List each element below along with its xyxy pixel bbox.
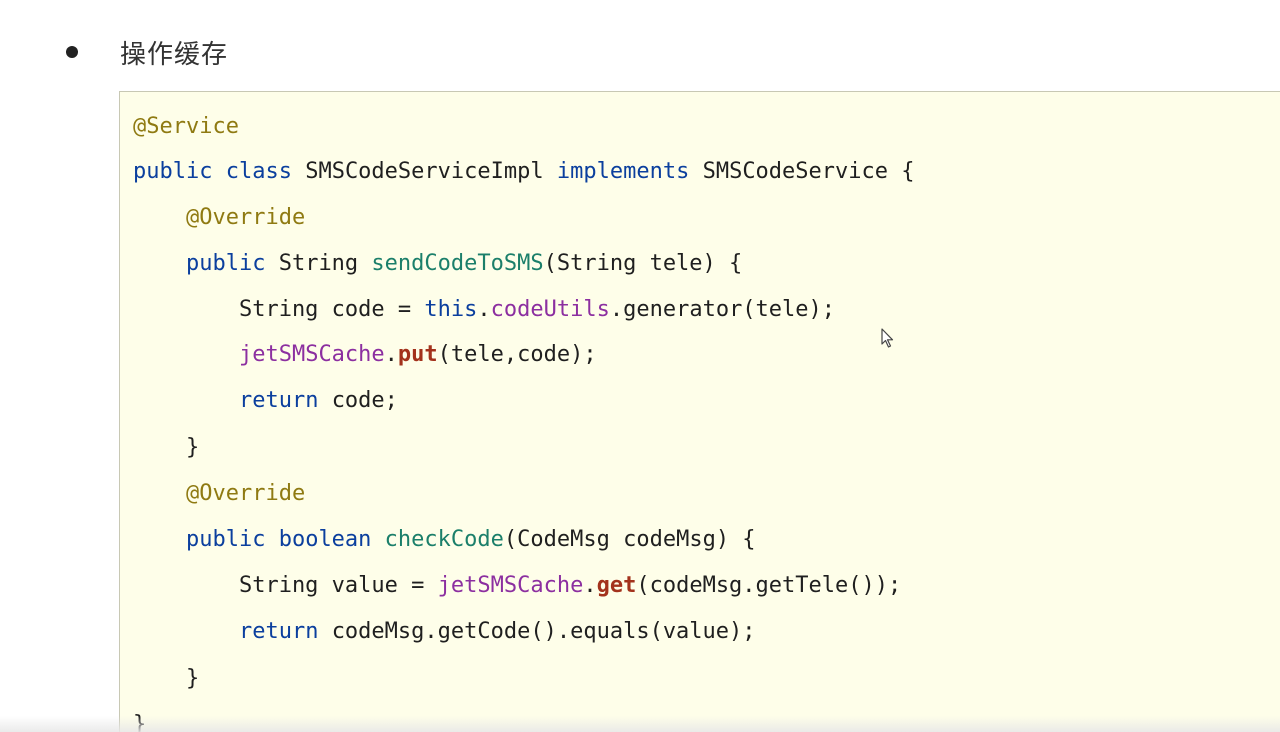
code-token: . (583, 573, 597, 598)
code-token: String value = (133, 573, 438, 598)
code-token: public (185, 251, 279, 276)
code-token: (tele,code); (437, 342, 597, 367)
code-line: public class SMSCodeServiceImpl implemen… (133, 157, 915, 187)
code-token: @Override (185, 481, 306, 506)
code-token: (CodeMsg codeMsg) { (503, 527, 756, 552)
code-token: } (133, 435, 200, 460)
code-token (133, 388, 239, 413)
code-line: @Service (133, 112, 239, 142)
code-token: @Override (185, 205, 306, 230)
code-line: public boolean checkCode(CodeMsg codeMsg… (133, 525, 756, 555)
code-token: codeUtils (490, 297, 610, 322)
code-token: String code = (133, 297, 425, 322)
code-token: SMSCodeServiceImpl (305, 159, 557, 184)
code-token: class (225, 159, 306, 184)
code-token: } (133, 666, 200, 691)
code-token: . (477, 297, 491, 322)
code-token: .generator(tele); (609, 297, 836, 322)
code-line: jetSMSCache.put(tele,code); (133, 340, 597, 370)
code-token: codeMsg.getCode().equals(value); (331, 619, 756, 644)
code-token: sendCodeToSMS (371, 251, 544, 276)
code-line: } (133, 664, 199, 694)
code-token (133, 205, 186, 230)
code-block: @Service public class SMSCodeServiceImpl … (119, 91, 1280, 732)
code-token: jetSMSCache (238, 342, 385, 367)
code-token (133, 481, 186, 506)
code-token: code; (331, 388, 398, 413)
code-token: public (185, 527, 279, 552)
bottom-edge-shadow (0, 716, 1280, 732)
code-token: jetSMSCache (437, 573, 584, 598)
code-line: public String sendCodeToSMS(String tele)… (133, 249, 742, 279)
code-token: @Service (133, 114, 239, 139)
code-line: @Override (133, 203, 305, 233)
section-heading-row: 操作缓存 (66, 30, 228, 74)
code-line: @Override (133, 479, 305, 509)
code-line: String value = jetSMSCache.get(codeMsg.g… (133, 571, 901, 601)
code-token: SMSCodeService { (702, 159, 915, 184)
code-token: (String tele) { (543, 251, 743, 276)
mouse-pointer-icon (881, 328, 894, 348)
code-token: String (278, 251, 372, 276)
code-token (133, 619, 239, 644)
code-token: this (424, 297, 478, 322)
code-token: . (384, 342, 398, 367)
code-token: checkCode (384, 527, 504, 552)
code-token: implements (556, 159, 703, 184)
code-token (133, 342, 239, 367)
code-line: return code; (133, 386, 398, 416)
section-heading: 操作缓存 (120, 39, 229, 70)
code-token: put (397, 342, 438, 367)
code-token: return (238, 388, 332, 413)
code-line: return codeMsg.getCode().equals(value); (133, 617, 756, 647)
code-token: get (596, 573, 637, 598)
bullet-dot-icon (66, 46, 78, 58)
code-token: boolean (278, 527, 385, 552)
code-token (133, 527, 186, 552)
code-token: public (133, 159, 226, 184)
code-token (133, 251, 186, 276)
code-line: } (133, 433, 199, 463)
code-token: return (238, 619, 332, 644)
code-line: String code = this.codeUtils.generator(t… (133, 295, 835, 325)
code-token: (codeMsg.getTele()); (636, 573, 902, 598)
